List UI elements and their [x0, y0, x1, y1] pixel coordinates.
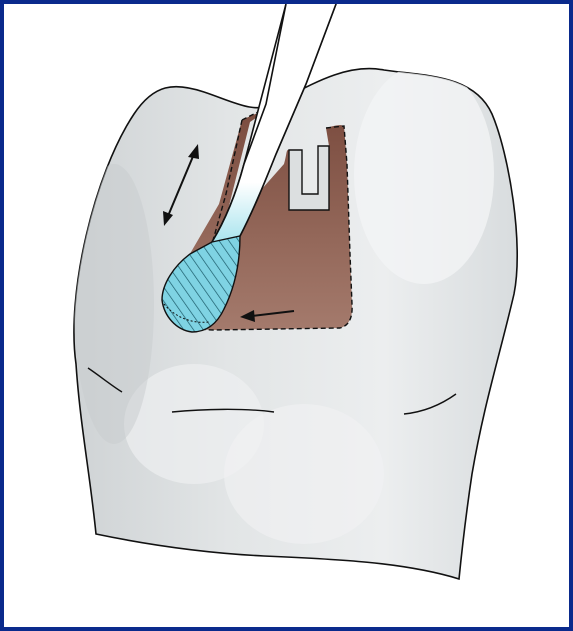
tooth-cavity-illustration: [4, 4, 569, 627]
